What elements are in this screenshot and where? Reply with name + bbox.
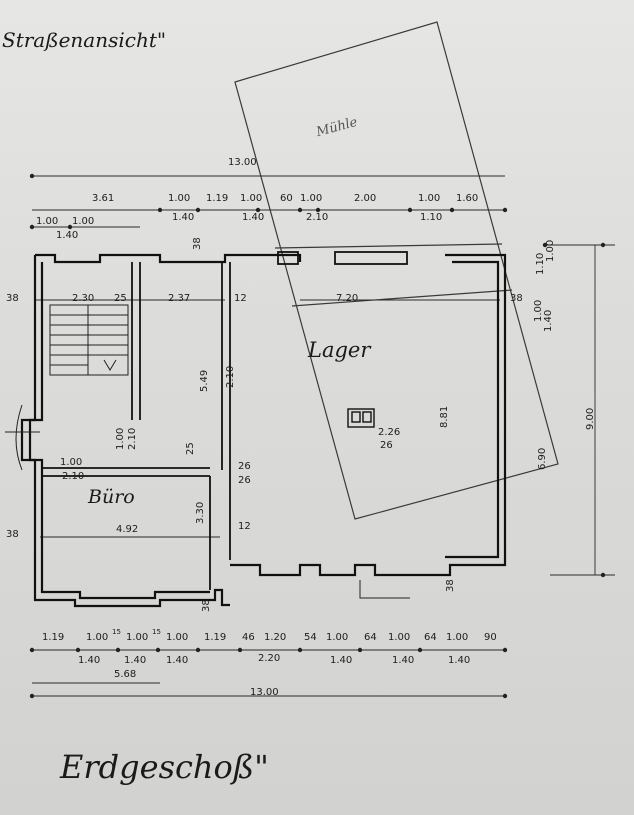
dim-bottom-x2: 15 — [152, 628, 161, 636]
entrance — [5, 404, 410, 599]
dim-right-d: 1.00 — [545, 239, 556, 262]
office-room-label: Büro — [88, 486, 135, 508]
dimension-lines — [32, 175, 615, 697]
dim-bottom-s: 1.40 — [330, 655, 353, 666]
dim-bottom-f: 46 — [242, 632, 255, 643]
dim-door-210: 2.10 — [225, 365, 236, 388]
dim-office-width: 4.92 — [116, 524, 139, 535]
dim-col-26b: 26 — [238, 461, 251, 472]
dim-col-226: 2.26 — [378, 427, 401, 438]
dim-bottom-g: 1.20 — [264, 632, 287, 643]
dim-inner-881: 8.81 — [439, 405, 450, 428]
ground-floor-title: Erdgeschoß" — [60, 748, 269, 786]
dim-door-210b: 2.10 — [127, 427, 138, 450]
dim-bottom-e: 1.19 — [204, 632, 227, 643]
dim-door-210c: 2.10 — [62, 471, 85, 482]
dim-top-p: 1.10 — [420, 212, 443, 223]
dim-bottom-v: 5.68 — [114, 669, 137, 680]
dim-top-o: 2.10 — [306, 212, 329, 223]
dim-bottom-c: 1.00 — [126, 632, 149, 643]
dim-wall-38-bottom: 38 — [201, 599, 212, 612]
interior-walls — [42, 251, 408, 590]
dim-wall-25: 25 — [114, 293, 127, 304]
dim-top-b: 1.00 — [168, 193, 191, 204]
dim-top-h: 1.00 — [418, 193, 441, 204]
dim-top-d: 1.00 — [240, 193, 263, 204]
dim-room-width: 2.37 — [168, 293, 191, 304]
dim-bottom-u: 1.40 — [448, 655, 471, 666]
dim-wall-38-right: 38 — [510, 293, 523, 304]
dim-right-f: 6.90 — [537, 447, 548, 470]
dim-bottom-h: 54 — [304, 632, 317, 643]
dim-wall-12: 12 — [234, 293, 247, 304]
dim-right-c: 1.40 — [543, 309, 554, 332]
dim-wall-38-lower: 38 — [6, 529, 19, 540]
dim-top-k: 1.00 — [72, 216, 95, 227]
dim-bottom-r: 2.20 — [258, 653, 281, 664]
dim-wall-38-top: 38 — [192, 237, 203, 250]
dim-right-overall: 9.00 — [585, 407, 596, 430]
dim-col-26c: 26 — [238, 475, 251, 486]
dim-bottom-j: 64 — [364, 632, 377, 643]
staircase — [49, 304, 129, 376]
dim-bottom-m: 1.00 — [446, 632, 469, 643]
dim-storage-width: 7.20 — [336, 293, 359, 304]
dim-top-j: 1.00 — [36, 216, 59, 227]
dim-top-c: 1.19 — [206, 193, 229, 204]
dim-top-l: 1.40 — [56, 230, 79, 241]
dim-door-100: 1.00 — [115, 427, 126, 450]
storage-room-label: Lager — [308, 338, 371, 362]
dim-wall-25b: 25 — [185, 442, 196, 455]
dim-col-26: 26 — [380, 440, 393, 451]
dim-stair-width: 2.30 — [72, 293, 95, 304]
dim-bottom-p: 1.40 — [124, 655, 147, 666]
dim-top-a: 3.61 — [92, 193, 115, 204]
dim-bottom-b: 1.00 — [86, 632, 109, 643]
dim-top-f: 1.00 — [300, 193, 323, 204]
dim-wall-12b: 12 — [238, 521, 251, 532]
dim-top-n: 1.40 — [242, 212, 265, 223]
dimension-ticks — [29, 173, 606, 699]
pillar — [347, 408, 375, 428]
dim-wall-38-bottom-right: 38 — [445, 579, 456, 592]
dim-bottom-overall: 13.00 — [250, 687, 279, 698]
dim-bottom-a: 1.19 — [42, 632, 65, 643]
dim-door-100b: 1.00 — [60, 457, 83, 468]
dim-overall-top: 13.00 — [228, 157, 257, 168]
mill-outline — [234, 21, 559, 520]
dim-top-m: 1.40 — [172, 212, 195, 223]
dim-office-depth: 3.30 — [195, 501, 206, 524]
exterior-walls — [20, 253, 507, 608]
dim-top-e: 60 — [280, 193, 293, 204]
dim-bottom-d: 1.00 — [166, 632, 189, 643]
dim-bottom-q: 1.40 — [166, 655, 189, 666]
dim-bottom-l: 64 — [424, 632, 437, 643]
dim-wall-38-left: 38 — [6, 293, 19, 304]
dim-bottom-k: 1.00 — [388, 632, 411, 643]
street-view-title: Straßenansicht" — [2, 28, 167, 52]
dim-bottom-i: 1.00 — [326, 632, 349, 643]
dim-bottom-o: 1.40 — [78, 655, 101, 666]
dim-bottom-n: 90 — [484, 632, 497, 643]
dim-bottom-t: 1.40 — [392, 655, 415, 666]
dim-top-i: 1.60 — [456, 193, 479, 204]
dim-bottom-x1: 15 — [112, 628, 121, 636]
dim-depth: 5.49 — [199, 369, 210, 392]
dim-top-g: 2.00 — [354, 193, 377, 204]
